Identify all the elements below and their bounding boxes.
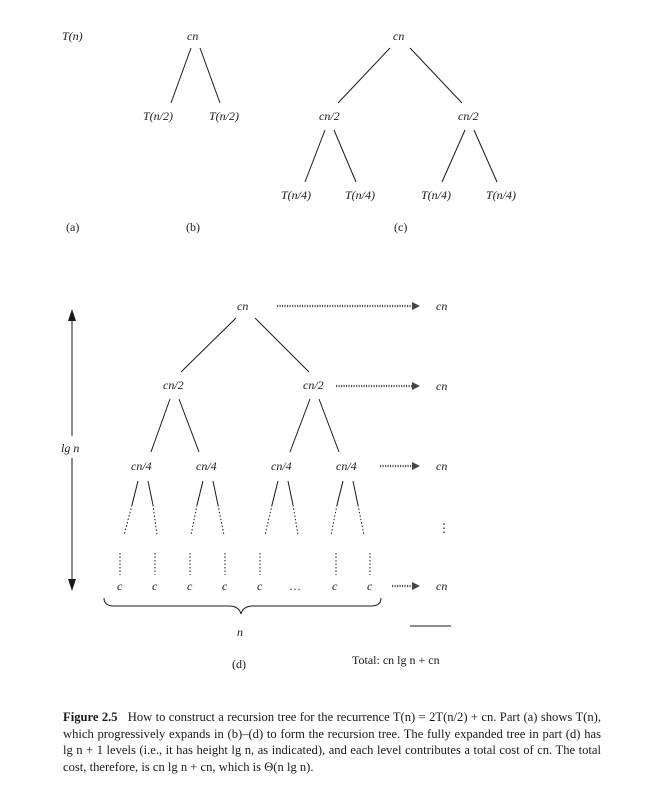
level-cost-arrows: [277, 302, 420, 590]
panel-c-edge-right: [409, 47, 463, 104]
panel-d-level2-node: cn/4: [131, 459, 152, 473]
level-cost-vertical-ellipsis: ⋮: [438, 521, 450, 535]
leaves-brace: [103, 597, 382, 615]
panel-d-leaf-ellipsis: …: [289, 579, 301, 593]
panel-d-leaf: c: [222, 579, 228, 593]
panel-b-label: (b): [186, 220, 200, 234]
height-arrow-down-head: [68, 579, 76, 591]
panel-c-edge: [441, 129, 466, 183]
height-arrow-up-head: [68, 309, 76, 321]
panel-c-leaf: T(n/4): [421, 188, 451, 202]
panel-c-leaf: T(n/4): [345, 188, 375, 202]
panel-c-mid-left: cn/2: [319, 109, 340, 123]
panel-d-label: (d): [232, 657, 246, 671]
panel-b-left-node: T(n/2): [143, 109, 173, 123]
level-cost: cn: [436, 459, 447, 473]
caption-text: How to construct a recursion tree for th…: [63, 710, 601, 774]
panel-c-edge-left: [337, 47, 391, 104]
panel-c-edge: [333, 129, 357, 183]
panel-d-root: cn: [237, 299, 248, 313]
width-label: n: [237, 625, 243, 639]
panel-b-root: cn: [187, 29, 198, 43]
panel-b-edge-right: [199, 47, 221, 104]
panel-d-lower-edges: [123, 480, 365, 536]
recursion-tree-figure: T(n) (a) cn T(n/2) T(n/2) (b) cn cn/2 cn…: [61, 29, 516, 671]
panel-d-leaf: c: [187, 579, 193, 593]
panel-d-level1-node: cn/2: [163, 378, 184, 392]
panel-d-edge: [150, 398, 171, 453]
panel-c-leaf: T(n/4): [486, 188, 516, 202]
panel-d-leaf-dotted-lines: [119, 553, 371, 575]
panel-d-leaf: c: [332, 579, 338, 593]
panel-d-level2-node: cn/4: [271, 459, 292, 473]
panel-c-mid-right: cn/2: [458, 109, 479, 123]
level-cost: cn: [436, 299, 447, 313]
panel-d-edge: [289, 398, 311, 453]
panel-d-leaf: c: [367, 579, 373, 593]
panel-d-edge: [318, 398, 340, 453]
panel-c-label: (c): [394, 220, 407, 234]
panel-d-leaf: c: [152, 579, 158, 593]
panel-d-edge: [254, 317, 310, 373]
panel-d-level1-node: cn/2: [303, 378, 324, 392]
panel-c-root: cn: [393, 29, 404, 43]
panel-b-edge-left: [170, 47, 192, 104]
panel-c-leaf: T(n/4): [281, 188, 311, 202]
panel-d-edge: [180, 317, 237, 373]
panel-a-node: T(n): [62, 29, 83, 43]
caption-title: Figure 2.5: [63, 710, 118, 724]
panel-d-leaf: c: [257, 579, 263, 593]
panel-d-leaf: c: [117, 579, 123, 593]
level-cost: cn: [436, 379, 447, 393]
panel-d-level2-node: cn/4: [336, 459, 357, 473]
total-cost: Total: cn lg n + cn: [352, 653, 440, 667]
height-label: lg n: [61, 441, 79, 455]
panel-c-edge: [473, 129, 498, 183]
figure-caption: Figure 2.5 How to construct a recursion …: [63, 709, 601, 775]
panel-c-edge: [304, 129, 326, 183]
panel-d-level2-node: cn/4: [196, 459, 217, 473]
panel-d-edge: [178, 398, 200, 453]
panel-b-right-node: T(n/2): [209, 109, 239, 123]
level-cost: cn: [436, 579, 447, 593]
panel-a-label: (a): [66, 220, 79, 234]
